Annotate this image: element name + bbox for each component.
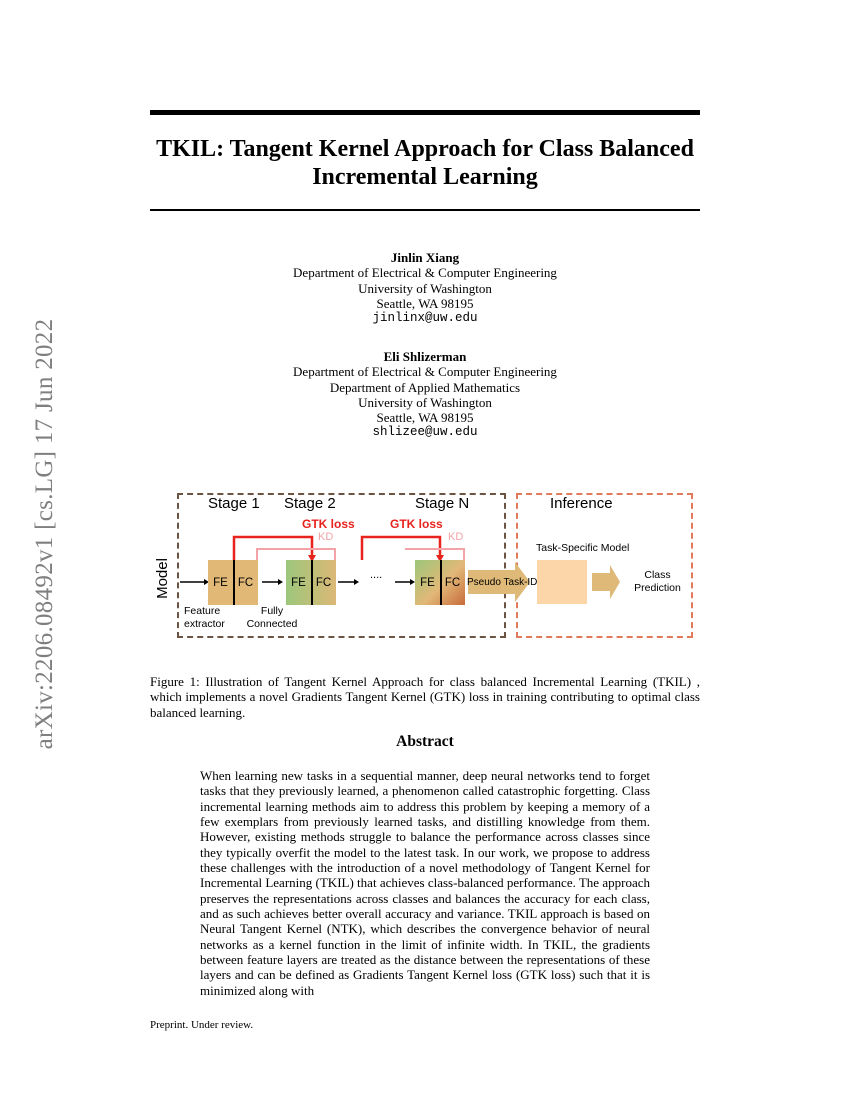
arxiv-identifier: arXiv:2206.08492v1 [cs.LG] 17 Jun 2022	[31, 318, 58, 750]
author-affiliation: Seattle, WA 98195	[376, 295, 474, 311]
fc-label: FC	[444, 576, 461, 589]
ellipsis: ....	[370, 569, 383, 581]
fully-connected-label: Fully Connected	[246, 605, 298, 630]
author-name: Eli Shlizerman	[383, 349, 467, 364]
gtk-loss-connector-2	[360, 535, 442, 560]
fe-label: FE	[213, 576, 228, 589]
author-name: Jinlin Xiang	[390, 250, 460, 265]
figure-1: Stage 1 Stage 2 Stage N Inference Model …	[150, 485, 700, 645]
gtk-loss-label-2: GTK loss	[390, 517, 443, 531]
fe-label: FE	[291, 576, 306, 589]
author-affiliation: Seattle, WA 98195	[376, 410, 474, 426]
stage-n-model: FE FC	[415, 560, 465, 605]
author-email[interactable]: shlizee@uw.edu	[372, 425, 478, 440]
kd-label-1: KD	[318, 531, 334, 543]
title-top-rule	[150, 110, 700, 115]
fc-label: FC	[315, 576, 332, 589]
stage-1-label: Stage 1	[208, 495, 260, 512]
author-affiliation: University of Washington	[358, 394, 492, 410]
inference-label: Inference	[550, 495, 613, 512]
stage-n-label: Stage N	[415, 495, 470, 512]
feature-extractor-label: Feature extractor	[184, 605, 225, 630]
figure-caption: Figure 1: Illustration of Tangent Kernel…	[150, 674, 700, 720]
stage-2-model: FE FC	[286, 560, 336, 605]
kd-connector-2	[405, 548, 465, 563]
figure-connectors	[180, 535, 620, 602]
gtk-loss-connector-1	[232, 535, 314, 560]
class-prediction-label: Class Prediction	[634, 569, 681, 594]
footer-note: Preprint. Under review.	[150, 1019, 254, 1031]
abstract-text: When learning new tasks in a sequential …	[200, 768, 650, 998]
author-affiliation: Department of Electrical & Computer Engi…	[293, 265, 557, 281]
gtk-arrowhead-1	[308, 555, 316, 562]
pseudo-task-id-label: Pseudo Task-ID	[467, 577, 538, 588]
author-affiliation: Department of Applied Mathematics	[329, 379, 521, 395]
stage-2-label: Stage 2	[284, 495, 336, 512]
paper-title: TKIL: Tangent Kernel Approach for Class …	[156, 136, 694, 190]
author-block-1: Jinlin Xiang Department of Electrical & …	[150, 250, 700, 326]
fe-label: FE	[420, 576, 435, 589]
kd-connector-1	[256, 548, 336, 563]
fc-label: FC	[237, 576, 254, 589]
abstract-heading: Abstract	[396, 733, 454, 750]
kd-label-2: KD	[448, 531, 464, 543]
author-block-2: Eli Shlizerman Department of Electrical …	[150, 349, 700, 441]
class-prediction-arrow	[592, 565, 620, 599]
stage-1-model: FE FC	[208, 560, 258, 605]
task-specific-model-label: Task-Specific Model	[536, 542, 630, 554]
title-bottom-rule	[150, 209, 700, 211]
author-affiliation: Department of Electrical & Computer Engi…	[293, 364, 557, 380]
author-email[interactable]: jinlinx@uw.edu	[372, 311, 478, 326]
author-affiliation: University of Washington	[358, 280, 492, 296]
task-specific-model-box	[537, 560, 587, 604]
pseudo-task-arrow	[468, 562, 530, 602]
gtk-loss-label-1: GTK loss	[302, 517, 355, 531]
gtk-arrowhead-2	[436, 555, 444, 562]
training-stages-box	[177, 493, 506, 638]
